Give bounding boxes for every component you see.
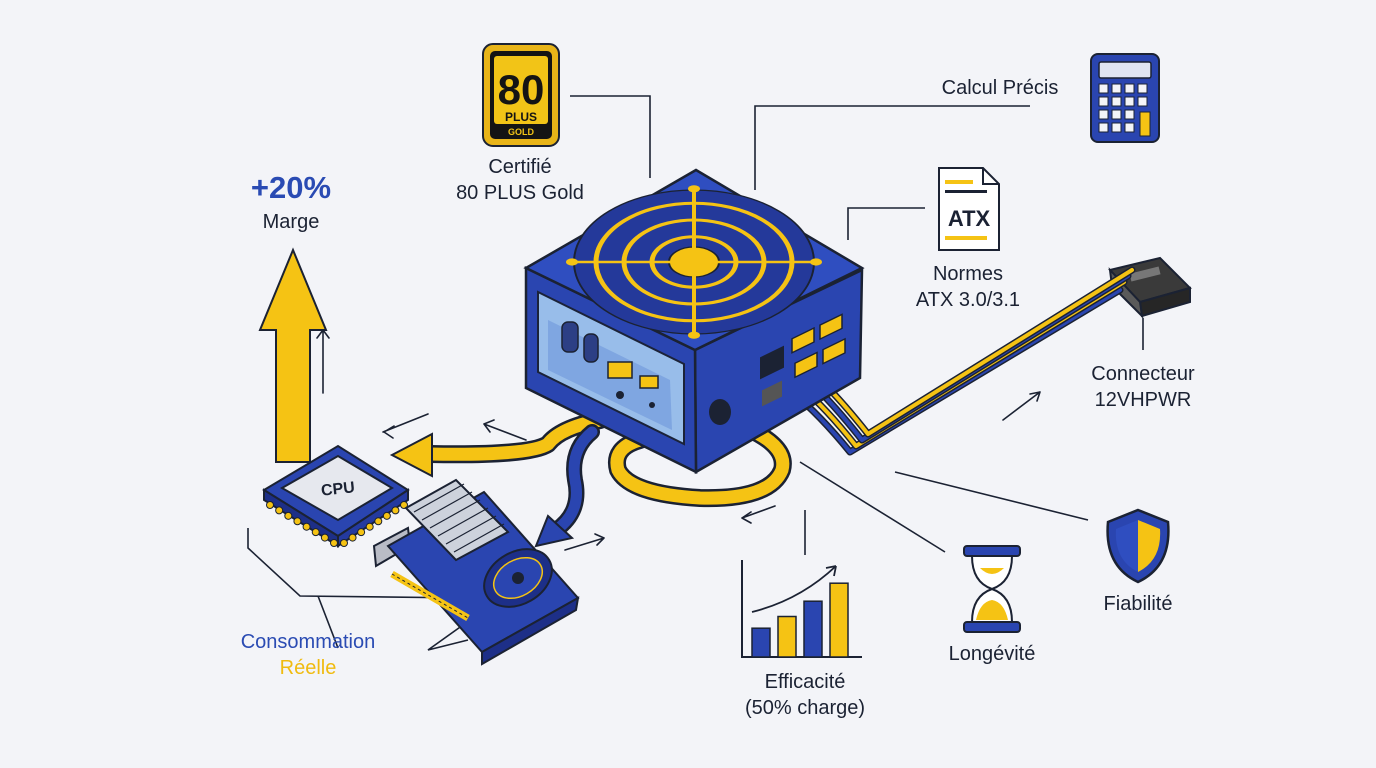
document-icon: ATX	[938, 167, 1000, 251]
cpu-pin	[330, 539, 338, 547]
calculator-key	[1124, 83, 1135, 94]
flow-head-cpu	[389, 432, 433, 478]
calculator-key	[1124, 122, 1135, 133]
cert-label-line2: 80 PLUS Gold	[456, 182, 584, 204]
calculator-key	[1137, 96, 1148, 107]
gold-badge-icon: 80 PLUS GOLD	[482, 43, 560, 147]
gpu-icon	[372, 478, 580, 666]
cpu-pin	[266, 501, 274, 509]
badge-big-text: 80	[498, 66, 545, 113]
cpu-pin	[365, 522, 374, 531]
calculator-key	[1124, 96, 1135, 107]
badge-mid-text: PLUS	[505, 110, 537, 124]
norms-label-line1: Normes	[932, 263, 1003, 285]
efficiency-bar	[829, 582, 849, 658]
flow-head-gpu	[534, 514, 575, 548]
connector-label-line2: 12VHPWR	[1094, 389, 1192, 411]
arrow-up-icon	[258, 247, 328, 463]
calculator-key	[1111, 83, 1122, 94]
cpu-pin	[348, 533, 357, 542]
bar-chart-icon	[741, 560, 862, 658]
cpu-pin	[357, 528, 366, 537]
connector-label-line1: Connecteur	[1091, 363, 1195, 385]
hourglass-icon	[963, 545, 1021, 633]
calculator-key	[1111, 96, 1122, 107]
cpu-pin	[302, 522, 311, 531]
margin-value: +20%	[250, 170, 332, 205]
cpu-pin	[374, 517, 383, 526]
cpu-pin	[382, 511, 391, 520]
consumption-label-line1: Consommation	[240, 631, 376, 653]
cpu-pin	[293, 517, 302, 526]
power-flows	[421, 409, 792, 538]
calculator-key	[1124, 109, 1135, 120]
efficiency-bar	[777, 615, 797, 658]
calculator-key	[1111, 109, 1122, 120]
margin-label: Marge	[262, 211, 320, 233]
cpu-pin	[391, 506, 400, 515]
cpu-pin	[320, 533, 329, 542]
efficiency-bar	[751, 627, 771, 658]
calculator-key	[1098, 109, 1109, 120]
psu-icon	[523, 168, 865, 475]
calculator-key	[1098, 96, 1109, 107]
cpu-tag: CPU	[320, 479, 355, 499]
cpu-pin	[284, 511, 293, 520]
calculator-key	[1098, 122, 1109, 133]
badge-small-text: GOLD	[508, 127, 534, 137]
longevity-label: Longévité	[948, 643, 1036, 665]
calc-label: Calcul Précis	[941, 77, 1059, 99]
efficiency-label-line1: Efficacité	[764, 671, 846, 693]
reliability-label: Fiabilité	[1103, 593, 1173, 615]
cpu-pin	[311, 528, 320, 537]
calculator-key	[1137, 83, 1148, 94]
cpu-pin	[340, 539, 348, 547]
cert-label-line1: Certifié	[488, 156, 552, 178]
calculator-icon	[1090, 53, 1160, 143]
consumption-label-line2: Réelle	[279, 657, 337, 679]
cpu-pin	[400, 501, 408, 509]
norms-label-line2: ATX 3.0/3.1	[915, 289, 1021, 311]
calculator-key	[1111, 122, 1122, 133]
efficiency-label-line2: (50% charge)	[744, 697, 866, 719]
calculator-key	[1098, 83, 1109, 94]
shield-icon	[1106, 508, 1170, 584]
efficiency-bar	[803, 600, 823, 658]
atx-tag: ATX	[948, 206, 991, 231]
cpu-icon: CPU	[262, 444, 410, 548]
cpu-pin	[275, 506, 284, 515]
small-arrows	[316, 328, 1041, 551]
